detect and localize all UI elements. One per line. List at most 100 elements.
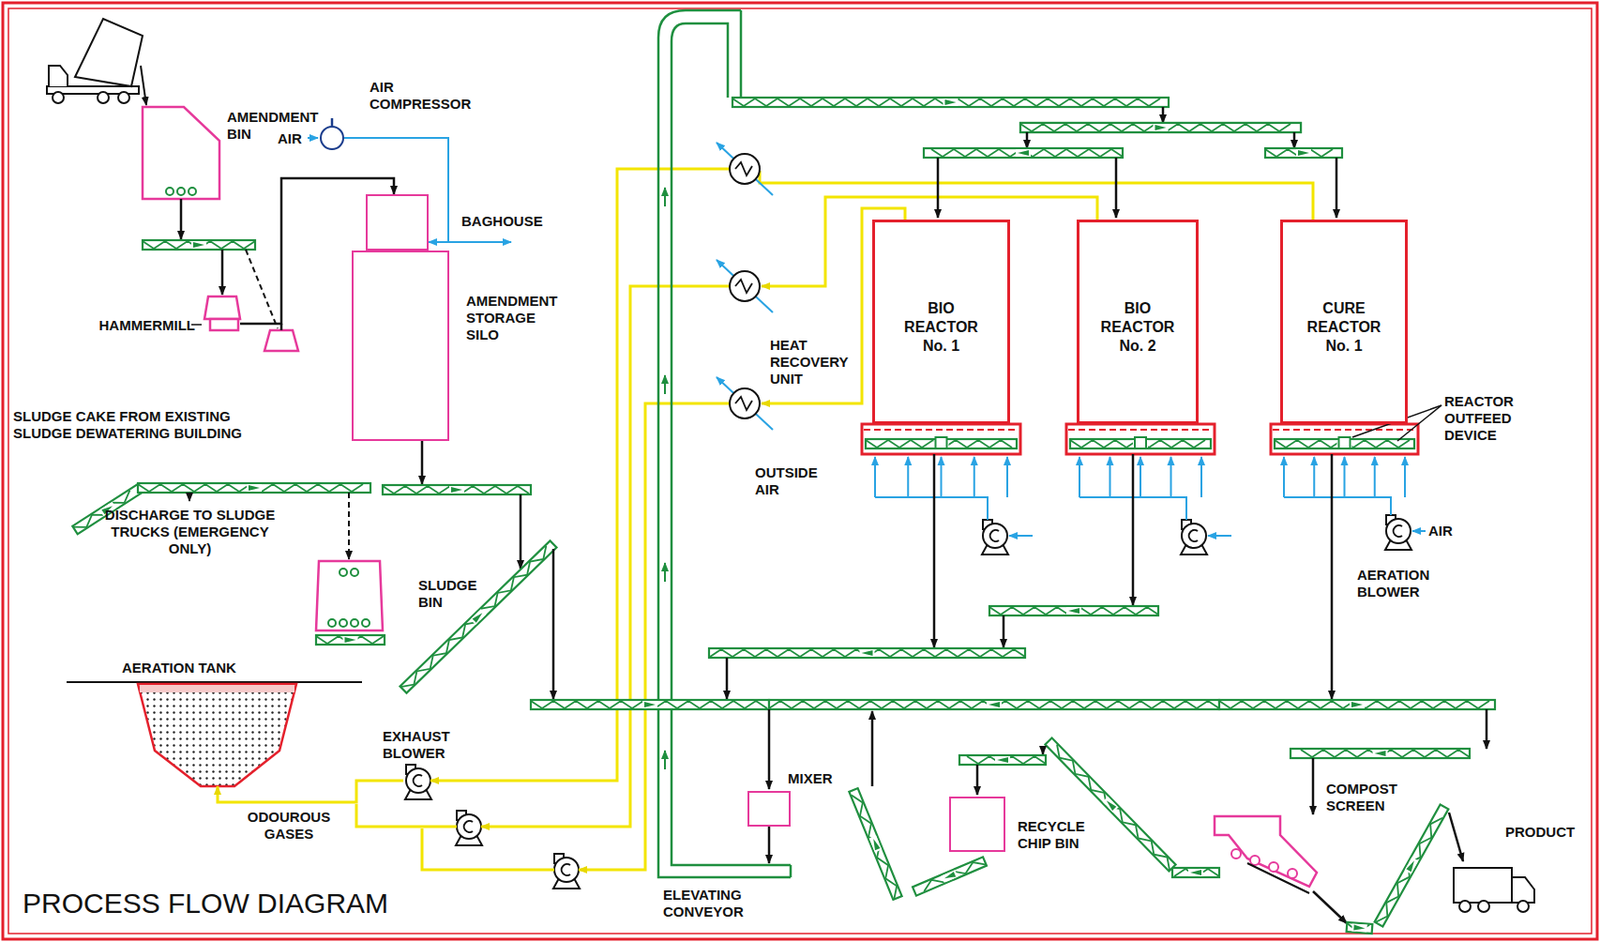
material-drop xyxy=(936,157,940,218)
feeder-screw xyxy=(166,187,174,196)
feeder-screw xyxy=(328,618,336,627)
aeration-air xyxy=(1200,456,1203,498)
conveyor xyxy=(530,699,770,710)
aeration-air xyxy=(1109,456,1112,498)
conveyor xyxy=(1374,804,1450,927)
feeder-screw xyxy=(967,802,976,811)
node-label: RECYCLE CHIP BIN xyxy=(1017,817,1098,852)
conveyor-arrow-ground xyxy=(469,608,486,625)
aeration-air xyxy=(1373,456,1376,498)
conveyor-arrow-ground xyxy=(1373,749,1389,757)
elevating-conveyor xyxy=(658,10,791,877)
aeration-air xyxy=(940,456,943,498)
material-drop xyxy=(421,440,424,484)
blower-casing xyxy=(1386,518,1411,544)
coil-symbol xyxy=(735,162,753,176)
material-drop xyxy=(347,492,350,559)
conveyor-truss xyxy=(769,700,1220,709)
coil-symbol xyxy=(735,396,753,410)
feeder-screw xyxy=(990,838,998,846)
conveyor-truss xyxy=(1051,744,1176,871)
aeration-air xyxy=(874,456,876,498)
screen-star xyxy=(1287,868,1298,878)
aeration-air xyxy=(906,456,909,498)
node-label: AERATION TANK xyxy=(121,659,310,677)
conveyor-truss xyxy=(966,755,1046,764)
conveyor-frame xyxy=(382,484,531,495)
conveyor-arrow-ground xyxy=(343,635,359,644)
compost-screen xyxy=(1214,815,1317,887)
blower-casing xyxy=(406,768,431,793)
material-drop xyxy=(725,657,729,699)
conveyor-arrow-ground xyxy=(995,755,1011,764)
gas-duct xyxy=(761,208,906,404)
screen-star xyxy=(1250,855,1260,865)
conveyor-arrow xyxy=(1155,124,1167,131)
aeration-air xyxy=(1403,456,1406,498)
aeration-air xyxy=(1283,497,1391,515)
node-label: BAGHOUSE xyxy=(461,212,565,230)
flow-arrow xyxy=(664,187,666,207)
air-inlet xyxy=(1009,534,1033,537)
material-drop xyxy=(976,764,980,795)
conveyor-arrow-ground xyxy=(1404,857,1419,875)
aeration-air xyxy=(1313,456,1315,498)
blower-casing xyxy=(456,814,482,839)
conveyor-frame xyxy=(137,483,371,493)
annotation-label: OUTSIDE AIR xyxy=(754,464,831,499)
conveyor-frame xyxy=(923,148,1123,158)
conveyor-frame xyxy=(1374,804,1450,927)
conveyor-truss xyxy=(382,485,529,494)
node-label: AMENDMENT STORAGE SILO xyxy=(466,292,570,344)
frame xyxy=(8,8,1592,934)
blower-symbol xyxy=(990,529,999,542)
conveyor xyxy=(1044,738,1176,872)
conveyor-truss xyxy=(398,425,444,434)
conveyor xyxy=(959,754,1046,765)
conveyor xyxy=(769,699,1220,710)
tank-liquid-surface xyxy=(139,684,295,693)
outfeed-device xyxy=(1339,437,1351,449)
air-inlet xyxy=(1412,529,1426,532)
conveyor-frame xyxy=(1219,699,1495,710)
conveyor-arrow-ground xyxy=(99,501,117,516)
truck-bed xyxy=(75,18,143,87)
conveyor-truss xyxy=(851,791,902,899)
outfeed-device xyxy=(935,437,948,449)
conveyor-truss xyxy=(316,635,384,644)
feeder-screw xyxy=(350,618,359,627)
aeration-air xyxy=(1006,456,1009,498)
conveyor-arrow xyxy=(472,610,485,623)
conveyor xyxy=(989,605,1159,616)
conveyor xyxy=(1346,921,1374,934)
conveyor-arrow-ground xyxy=(415,425,431,434)
conveyor-frame xyxy=(769,699,1220,710)
conveyor-arrow xyxy=(101,503,114,515)
conveyor-arrow-ground xyxy=(1349,700,1365,709)
truck-wheel xyxy=(118,91,130,104)
conveyor-arrow xyxy=(1190,869,1202,876)
conveyor-truss xyxy=(1265,149,1333,157)
conveyor-arrow xyxy=(1068,607,1080,614)
node-label: HEAT RECOVERY UNIT xyxy=(769,336,860,388)
screen-star xyxy=(1268,861,1279,872)
conveyor-arrow xyxy=(988,701,1000,708)
flow-connector xyxy=(240,178,394,324)
conveyor xyxy=(709,648,1026,658)
conveyor-truss xyxy=(732,98,1161,106)
material-drop xyxy=(1115,157,1118,218)
conveyor xyxy=(912,856,987,895)
material-drop xyxy=(519,494,523,569)
conveyor-truss xyxy=(400,545,552,693)
blower-casing xyxy=(1181,523,1207,548)
conveyor-arrow-ground xyxy=(1102,796,1119,813)
conveyor-frame xyxy=(989,605,1159,616)
conveyor-arrow-ground xyxy=(941,869,959,883)
aeration-air xyxy=(1139,456,1142,498)
conveyor-truss xyxy=(530,700,768,709)
gas-duct xyxy=(759,170,1314,220)
outside-air-line xyxy=(716,142,773,196)
